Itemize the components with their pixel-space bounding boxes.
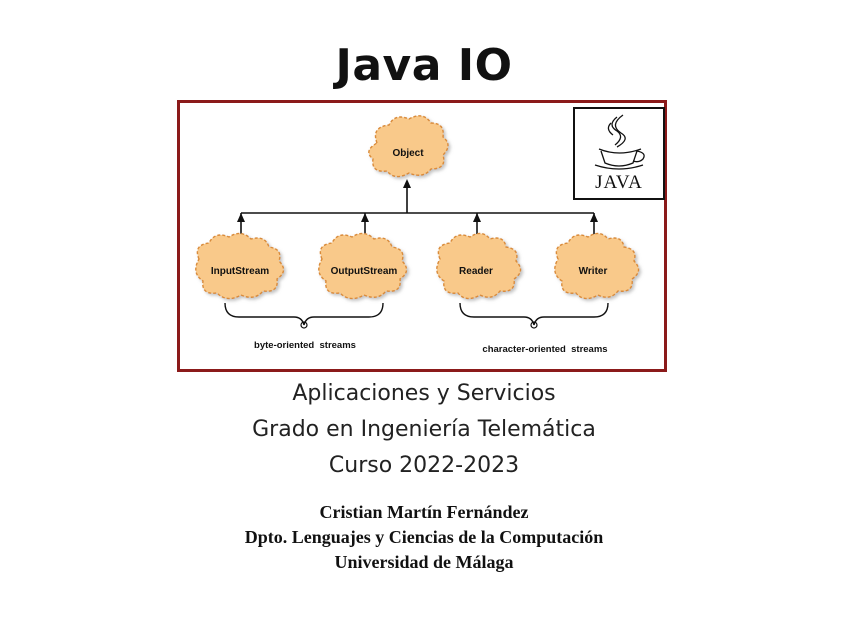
node-inputstream: InputStream — [211, 266, 269, 277]
cloud-reader — [436, 232, 522, 300]
node-object: Object — [392, 148, 424, 159]
arrow-inputstream — [237, 213, 245, 222]
author-name: Cristian Martín Fernández — [319, 502, 529, 522]
arrow-writer — [590, 213, 598, 222]
author-university: Universidad de Málaga — [334, 552, 514, 572]
course-subject: Aplicaciones y Servicios — [292, 381, 556, 406]
label-byte-streams: byte-oriented streams — [254, 340, 356, 351]
arrow-to-object — [403, 179, 411, 188]
cloud-object — [368, 115, 449, 178]
degree-name: Grado en Ingeniería Telemática — [252, 417, 596, 442]
page-title: Java IO — [335, 40, 513, 91]
cloud-writer — [554, 232, 640, 300]
brace-character-knot — [530, 321, 538, 329]
node-outputstream: OutputStream — [331, 266, 398, 277]
brace-character — [459, 302, 609, 326]
java-logo: JAVA — [573, 107, 665, 200]
author-department: Dpto. Lenguajes y Ciencias de la Computa… — [244, 527, 604, 547]
cloud-inputstream — [195, 232, 285, 300]
node-reader: Reader — [459, 266, 493, 277]
academic-year: Curso 2022-2023 — [328, 453, 520, 478]
arrowheads — [237, 179, 598, 222]
arrow-outputstream — [361, 213, 369, 222]
hierarchy-diagram: Object InputStream OutputStream Reader W… — [195, 115, 640, 355]
brace-byte — [224, 302, 384, 326]
brace-byte-knot — [300, 321, 308, 329]
label-character-streams: character-oriented streams — [482, 344, 607, 355]
java-logo-text: JAVA — [595, 172, 643, 193]
class-hierarchy-figure: Object InputStream OutputStream Reader W… — [177, 100, 667, 372]
connector-lines — [240, 185, 595, 239]
cloud-outputstream — [318, 232, 408, 300]
java-cup-icon — [594, 114, 645, 170]
arrow-reader — [473, 213, 481, 222]
node-writer: Writer — [579, 266, 608, 277]
